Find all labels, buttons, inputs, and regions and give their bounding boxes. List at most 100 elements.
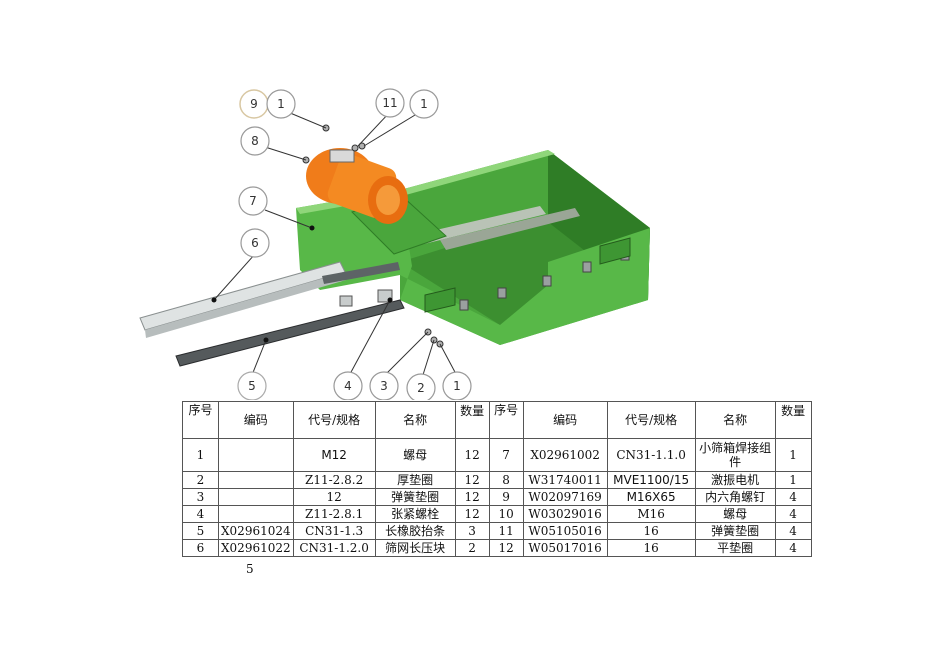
header-seq-left: 序号 [182, 401, 219, 439]
header-name-left: 名称 [374, 401, 456, 439]
table-row: 1 M12 螺母 12 7 X02961002 CN31-1.1.0 小筛箱焊接… [182, 438, 812, 472]
cell-qty: 2 [454, 539, 490, 557]
svg-text:2: 2 [417, 381, 425, 395]
svg-text:9: 9 [250, 97, 258, 111]
table-row: 5 X02961024 CN31-1.3 长橡胶抬条 3 11 W0510501… [182, 522, 812, 540]
cell-spec: M12 [292, 438, 376, 472]
cell-code: W02097169 [522, 488, 608, 506]
cell-qty: 1 [774, 438, 812, 472]
svg-text:3: 3 [380, 379, 388, 393]
svg-text:1: 1 [420, 97, 428, 111]
callout-9: 9 [239, 89, 269, 119]
cell-code: X02961022 [218, 539, 294, 557]
cell-name: 张紧螺栓 [374, 505, 456, 523]
callout-1-top-right: 1 [409, 89, 439, 119]
cell-seq: 12 [488, 539, 524, 557]
cell-seq: 9 [488, 488, 524, 506]
svg-text:7: 7 [249, 194, 257, 208]
callout-11: 11 [375, 88, 405, 118]
cell-seq: 4 [182, 505, 219, 523]
vibration-motor [306, 148, 408, 224]
svg-text:1: 1 [453, 379, 461, 393]
cell-seq: 8 [488, 471, 524, 489]
header-code-right: 编码 [522, 401, 608, 439]
svg-text:4: 4 [344, 379, 352, 393]
page-number: 5 [246, 562, 254, 576]
callout-5: 5 [237, 371, 267, 400]
table-row: 3 12 弹簧垫圈 12 9 W02097169 M16X65 内六角螺钉 4 [182, 488, 812, 506]
cell-seq: 5 [182, 522, 219, 540]
cell-qty: 12 [454, 438, 490, 472]
callout-1-bottom: 1 [442, 371, 472, 400]
cell-seq: 6 [182, 539, 219, 557]
svg-text:5: 5 [248, 379, 256, 393]
cell-qty: 12 [454, 488, 490, 506]
header-code-left: 编码 [218, 401, 294, 439]
cell-name: 平垫圈 [694, 539, 776, 557]
cell-spec: M16 [606, 505, 696, 523]
cell-spec: Z11-2.8.1 [292, 505, 376, 523]
cell-spec: Z11-2.8.2 [292, 471, 376, 489]
cell-qty: 12 [454, 471, 490, 489]
cell-qty: 12 [454, 505, 490, 523]
cell-seq: 7 [488, 438, 524, 472]
table-row: 6 X02961022 CN31-1.2.0 筛网长压块 2 12 W05017… [182, 539, 812, 557]
press-bar-upper [322, 262, 400, 284]
table-row: 2 Z11-2.8.2 厚垫圈 12 8 W31740011 MVE1100/1… [182, 471, 812, 489]
leader-dots [211, 225, 393, 343]
rubber-strip-edge [145, 272, 346, 338]
bill-of-materials-table: 序号 编码 代号/规格 名称 数量 序号 编码 代号/规格 名称 数量 1 M1… [182, 401, 812, 557]
cell-name: 内六角螺钉 [694, 488, 776, 506]
cell-code [218, 438, 294, 472]
callout-8: 8 [240, 126, 270, 156]
cell-qty: 4 [774, 505, 812, 523]
cell-code: W05105016 [522, 522, 608, 540]
cell-spec: 16 [606, 539, 696, 557]
cell-qty: 4 [774, 539, 812, 557]
svg-text:1: 1 [277, 97, 285, 111]
wall-brackets [424, 237, 631, 313]
cell-code: W05017016 [522, 539, 608, 557]
cell-code [218, 505, 294, 523]
header-spec-right: 代号/规格 [606, 401, 696, 439]
cell-qty: 4 [774, 488, 812, 506]
header-seq-right: 序号 [488, 401, 524, 439]
press-bar [175, 299, 405, 367]
cell-code [218, 471, 294, 489]
cell-name: 筛网长压块 [374, 539, 456, 557]
header-spec-left: 代号/规格 [292, 401, 376, 439]
callout-6: 6 [240, 228, 270, 258]
header-qty-left: 数量 [454, 401, 490, 439]
cell-qty: 4 [774, 522, 812, 540]
cell-code: X02961002 [522, 438, 608, 472]
cell-seq: 3 [182, 488, 219, 506]
header-qty-right: 数量 [774, 401, 812, 439]
cell-name: 长橡胶抬条 [374, 522, 456, 540]
callout-3: 3 [369, 371, 399, 400]
callout-1-top-left: 1 [266, 89, 296, 119]
callout-4: 4 [333, 371, 363, 400]
cell-name: 激振电机 [694, 471, 776, 489]
cell-code: W03029016 [522, 505, 608, 523]
cell-code: X02961024 [218, 522, 294, 540]
cell-seq: 11 [488, 522, 524, 540]
inner-rail-2 [440, 208, 580, 250]
rubber-strip [139, 261, 346, 331]
assembly-illustration: 9 1 11 1 8 7 6 5 4 3 2 1 [139, 88, 650, 400]
callout-7: 7 [238, 186, 268, 216]
cell-spec: M16X65 [606, 488, 696, 506]
svg-text:11: 11 [382, 96, 397, 110]
cell-spec: CN31-1.1.0 [606, 438, 696, 472]
cell-name: 弹簧垫圈 [694, 522, 776, 540]
cell-seq: 10 [488, 505, 524, 523]
cell-name: 小筛箱焊接组件 [694, 438, 776, 472]
cell-spec: CN31-1.2.0 [292, 539, 376, 557]
table-row: 4 Z11-2.8.1 张紧螺栓 12 10 W03029016 M16 螺母 … [182, 505, 812, 523]
cell-code: W31740011 [522, 471, 608, 489]
cell-qty: 3 [454, 522, 490, 540]
cell-name: 弹簧垫圈 [374, 488, 456, 506]
svg-text:8: 8 [251, 134, 259, 148]
callout-2: 2 [406, 373, 436, 400]
cell-code [218, 488, 294, 506]
cell-name: 螺母 [374, 438, 456, 472]
